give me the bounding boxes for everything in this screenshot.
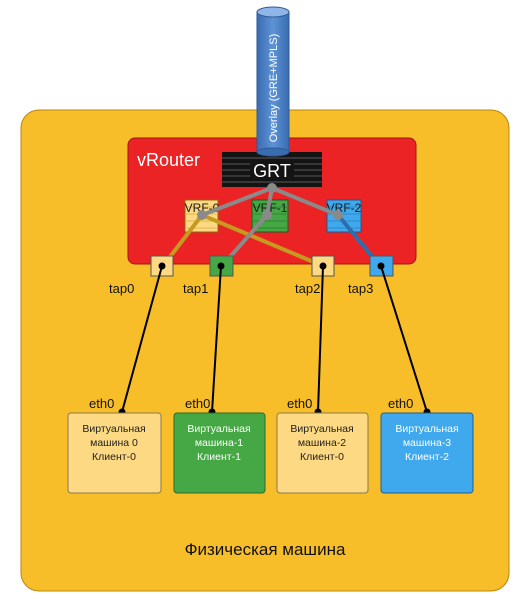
link-vrf0-tap2 xyxy=(200,213,325,268)
vm-box-2: Виртуальная машина-2 Клиент-0 xyxy=(276,412,369,494)
grt-block: GRT xyxy=(222,152,322,187)
vm-line-2-2: Клиент-0 xyxy=(300,451,344,463)
tap-label-2: tap2 xyxy=(295,281,320,296)
vm-line-3-0: Виртуальная xyxy=(395,423,458,435)
eth-label-0: eth0 xyxy=(89,396,114,411)
tap-label-1: tap1 xyxy=(183,281,208,296)
vm-line-0-1: машина 0 xyxy=(90,437,138,449)
tap-label-3: tap3 xyxy=(348,281,373,296)
vm-box-0: Виртуальная машина 0 Клиент-0 xyxy=(67,412,162,494)
vrf-box-2: VRF-2 xyxy=(326,199,362,233)
vm-line-0-2: Клиент-0 xyxy=(92,451,136,463)
tap-vm-links xyxy=(121,265,428,413)
vm-line-3-1: машина-3 xyxy=(403,437,451,449)
vm-line-2-0: Виртуальная xyxy=(290,423,353,435)
vm-line-1-0: Виртуальная xyxy=(187,423,250,435)
vm-line-3-2: Клиент-2 xyxy=(405,451,449,463)
grt-label: GRT xyxy=(253,161,291,181)
vm-line-1-1: машина-1 xyxy=(195,437,243,449)
eth-label-3: eth0 xyxy=(388,396,413,411)
vrouter-label: vRouter xyxy=(137,150,200,170)
vrf-junctions xyxy=(197,183,343,220)
eth-label-1: eth0 xyxy=(185,396,210,411)
vm-line-2-1: машина-2 xyxy=(298,437,346,449)
overlay-label: Overlay (GRE+MPLS) xyxy=(268,34,280,143)
vm-line-1-2: Клиент-1 xyxy=(197,451,241,463)
eth-label-2: eth0 xyxy=(287,396,312,411)
vm-line-0-0: Виртуальная xyxy=(82,423,145,435)
vm-box-3: Виртуальная машина-3 Клиент-2 xyxy=(380,412,474,494)
overlay-pipe: Overlay (GRE+MPLS) xyxy=(256,6,290,157)
host-label: Физическая машина xyxy=(185,540,346,559)
tap-label-0: tap0 xyxy=(109,281,134,296)
vm-box-1: Виртуальная машина-1 Клиент-1 xyxy=(173,412,266,494)
